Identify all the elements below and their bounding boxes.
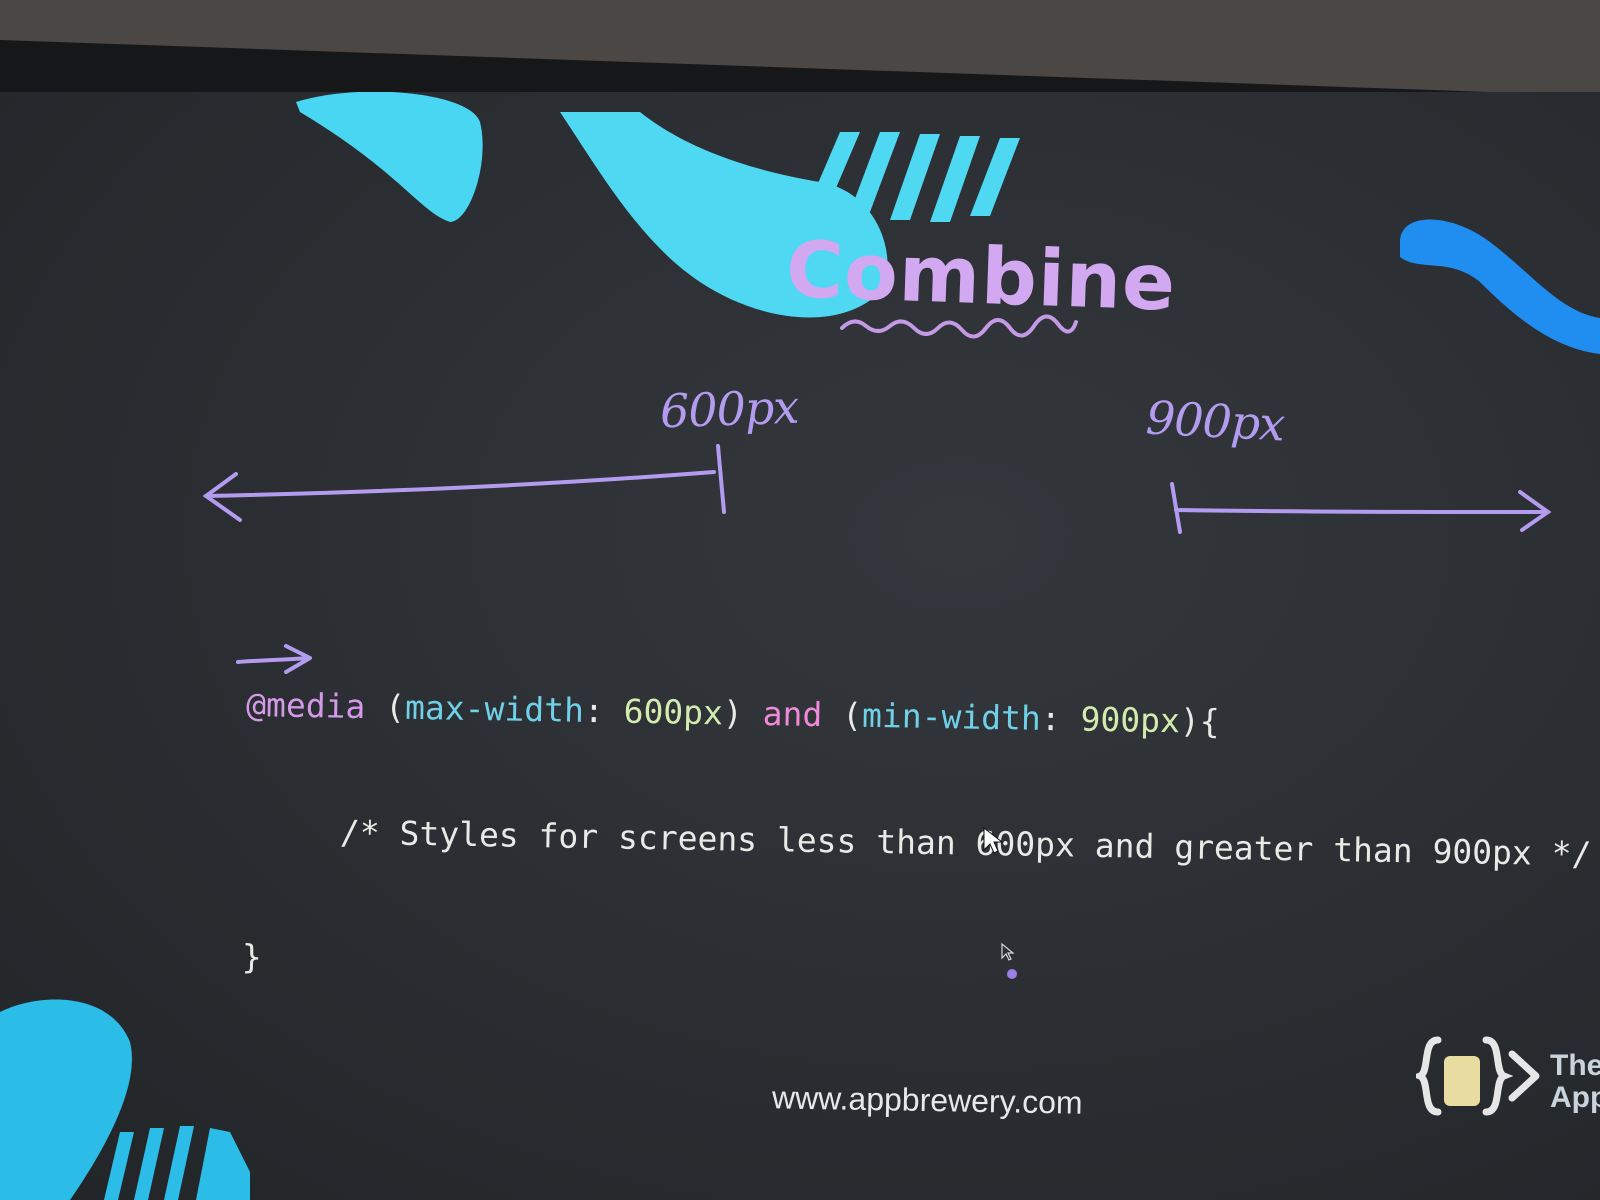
app-brewery-logo-icon [1416,1036,1540,1116]
code-prop-max-width: max-width [404,687,585,730]
code-punct: ( [365,687,406,727]
breakpoint-arrows [202,444,1552,534]
mouse-cursor-icon [983,826,1004,854]
code-value-900: 900px [1080,699,1181,741]
code-line-comment: /* Styles for screens less than 600px an… [244,810,1592,876]
code-at-media: @media [245,684,366,727]
right-range-arrow [1170,482,1552,534]
code-value-600: 600px [623,691,724,733]
code-prop-min-width: min-width [861,695,1042,738]
code-line-media-query: @media (max-width: 600px) and (min-width… [246,684,1594,750]
code-keyword-and: and [762,694,823,735]
code-punct: : [583,690,624,731]
logo-text: The App [1550,1050,1600,1114]
code-punct: ) [722,693,764,733]
title-underline-squiggle [840,314,1078,339]
code-punct: : [1040,698,1081,739]
website-url: www.appbrewery.com [771,1079,1083,1121]
logo-text-line-2: App [1550,1081,1600,1114]
pen-cursor-icon [1001,942,1017,979]
slide-screen: Combine 600px 900px @media (max-width: 6… [0,92,1600,1200]
left-range-arrow [202,444,726,522]
code-closing-brace: } [241,936,262,977]
code-punct: ( [821,695,863,735]
hand-drawn-arrow-icon [236,644,312,674]
code-comment: /* Styles for screens less than 600px an… [339,812,1592,874]
decorative-shapes [0,92,1600,1200]
code-line-close: } [241,936,1589,1002]
code-block: @media (max-width: 600px) and (min-width… [240,600,1596,1085]
logo-text-line-1: The [1550,1049,1600,1082]
code-punct: ){ [1179,701,1221,741]
